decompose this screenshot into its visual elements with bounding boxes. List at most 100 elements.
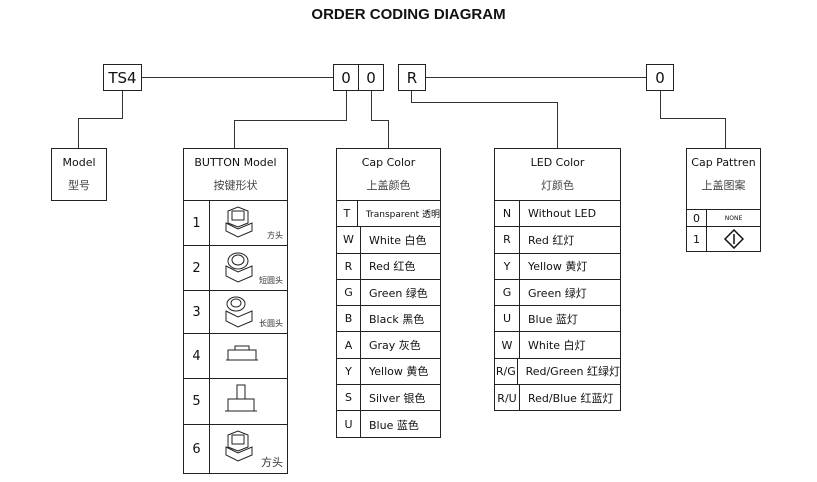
button-code-box: 0	[333, 64, 359, 91]
row-label: Blue 蓝灯	[528, 312, 578, 326]
cap-color-code-box: 0	[358, 64, 384, 91]
row-label: 方头	[261, 456, 283, 469]
button-title-zh: 按键形状	[213, 179, 258, 192]
square-head-button-icon	[220, 205, 264, 244]
row-code: R/G	[495, 358, 518, 385]
cap-color-row: A Gray 灰色	[337, 332, 440, 359]
short-round-head-button-icon	[220, 250, 264, 289]
row-label: Green 绿灯	[528, 286, 587, 300]
row-code: Y	[337, 358, 361, 385]
row-code: U	[337, 411, 361, 438]
row-code: Y	[495, 253, 520, 279]
row-label: Black 黑色	[369, 312, 425, 326]
row-label: White 白灯	[528, 339, 586, 353]
row-code: T	[337, 201, 358, 227]
connector	[122, 90, 123, 119]
connector	[411, 102, 558, 103]
cap-pattern-title: Cap Pattren	[691, 156, 756, 169]
connector	[346, 90, 347, 121]
row-code: 1	[184, 201, 210, 245]
cap-color-row: S Silver 银色	[337, 385, 440, 412]
led-color-row: Y Yellow 黄灯	[495, 253, 620, 280]
row-label: Yellow 黄灯	[528, 260, 588, 274]
row-label: 长圆头	[259, 319, 283, 328]
cap-pattern-title-zh: 上盖图案	[701, 179, 746, 192]
led-color-title: LED Color	[530, 156, 585, 169]
connector	[78, 118, 123, 119]
row-code: A	[337, 332, 361, 358]
cap-color-title: Cap Color	[361, 156, 416, 169]
row-label: Red/Green 红绿灯	[525, 365, 620, 379]
stem-button-icon	[220, 383, 264, 422]
row-code: 6	[184, 425, 210, 474]
row-code: 1	[687, 227, 707, 251]
connector	[371, 90, 372, 121]
connector	[234, 120, 347, 121]
long-round-head-button-icon	[220, 295, 264, 334]
cap-color-row: G Green 绿色	[337, 279, 440, 307]
connector	[141, 77, 333, 78]
row-code: W	[337, 227, 361, 253]
connector	[411, 90, 412, 103]
cap-pattern-panel: Cap Pattren 上盖图案 0 NONE 1	[686, 148, 761, 252]
row-code: R/U	[495, 385, 520, 412]
row-label: Gray 灰色	[369, 339, 421, 353]
connector	[234, 120, 235, 148]
row-label: Red 红灯	[528, 233, 575, 247]
led-color-row: R/G Red/Green 红绿灯	[495, 358, 620, 386]
row-code: S	[337, 385, 361, 411]
row-label: Without LED	[528, 207, 597, 221]
row-code: 0	[687, 210, 707, 226]
row-label: Green 绿色	[369, 286, 428, 300]
cap-pattern-row: 0 NONE	[687, 210, 760, 227]
connector	[660, 118, 726, 119]
cap-color-row: W White 白色	[337, 227, 440, 254]
row-label: Red 红色	[369, 260, 416, 274]
row-code: G	[337, 279, 361, 306]
connector	[388, 120, 389, 148]
connector	[725, 118, 726, 148]
button-model-row: 1 方头	[184, 201, 287, 246]
row-label: White 白色	[369, 233, 427, 247]
row-label: 方头	[267, 231, 283, 240]
flat-button-icon	[220, 338, 264, 371]
row-code: U	[495, 306, 520, 332]
square-head-button-icon	[220, 429, 264, 468]
row-code: 2	[184, 246, 210, 290]
model-title: Model	[62, 156, 96, 169]
led-color-row: U Blue 蓝灯	[495, 306, 620, 333]
led-color-code-box: R	[398, 64, 426, 91]
series-code-box: TS4	[103, 64, 142, 91]
row-label: 短圆头	[259, 276, 283, 285]
model-panel: Model 型号	[51, 148, 107, 201]
model-title-zh: 型号	[68, 179, 90, 192]
connector	[78, 118, 79, 148]
row-label: Red/Blue 红蓝灯	[528, 392, 614, 406]
row-label: Silver 银色	[369, 391, 426, 405]
connector	[557, 102, 558, 148]
row-code: G	[495, 279, 520, 306]
button-title: BUTTON Model	[194, 156, 277, 169]
connector	[371, 120, 389, 121]
row-code: 5	[184, 379, 210, 424]
led-color-row: G Green 绿灯	[495, 279, 620, 307]
diagram-title: ORDER CODING DIAGRAM	[311, 6, 506, 23]
row-label: NONE	[724, 214, 743, 222]
button-model-row: 5	[184, 379, 287, 425]
connector	[660, 90, 661, 119]
button-model-row: 2 短圆头	[184, 246, 287, 291]
led-color-row: R/U Red/Blue 红蓝灯	[495, 385, 620, 412]
led-color-title-zh: 灯颜色	[541, 179, 574, 192]
row-code: B	[337, 306, 361, 332]
